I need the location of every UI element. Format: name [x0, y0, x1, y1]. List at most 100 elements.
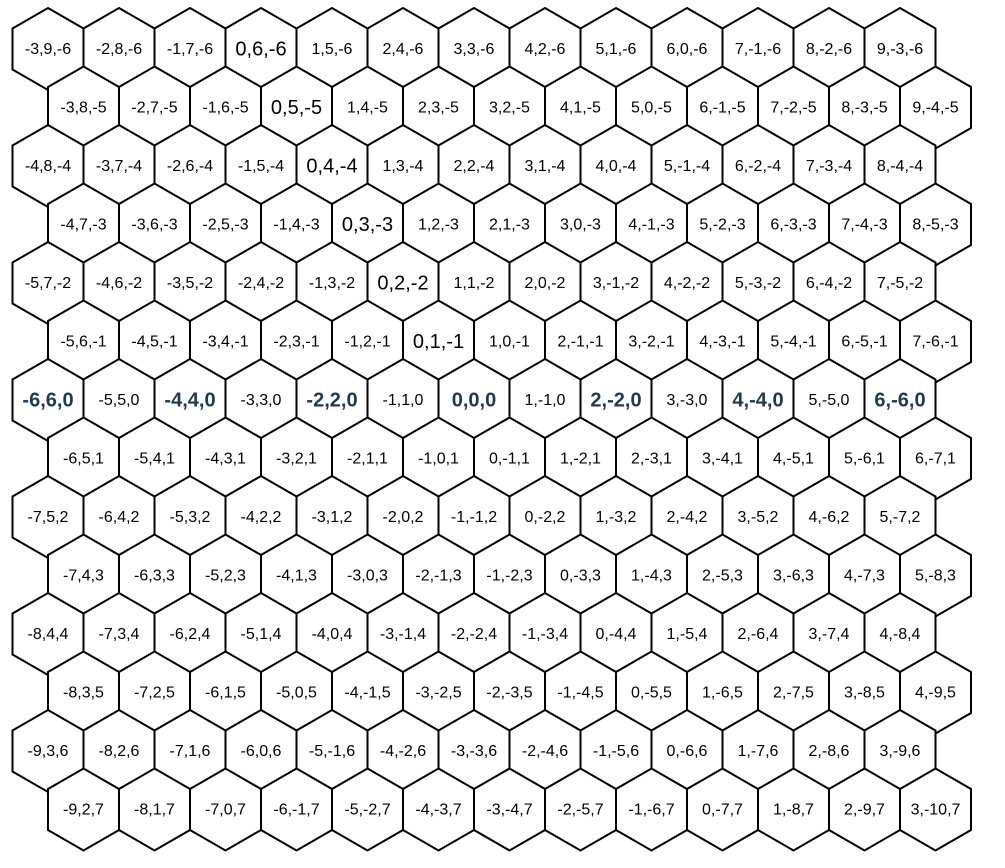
hex-cell: -9,2,7 — [47, 767, 120, 852]
hex-cell: -3,2,1 — [260, 416, 333, 501]
hex-coordinate-label: 7,-2,-5 — [770, 100, 816, 117]
hex-coordinate-label: -5,3,2 — [170, 509, 211, 526]
hex-coordinate-label: -3,-3,6 — [451, 743, 497, 760]
hex-coordinate-label: 2,-1,-1 — [557, 334, 603, 351]
hex-coordinate-label: -4,6,-2 — [96, 275, 142, 292]
hex-cell: 1,-8,7 — [757, 767, 830, 852]
hex-cell: 1,3,-4 — [366, 123, 440, 209]
hex-coordinate-label: 5,-4,-1 — [770, 334, 816, 351]
hex-cell: -1,-1,2 — [437, 474, 511, 560]
hex-coordinate-label: 2,-2,0 — [590, 389, 641, 411]
hex-coordinate-label: 3,-2,-1 — [628, 334, 674, 351]
hex-cell: -6,0,6 — [224, 708, 298, 794]
hex-coordinate-label: -2,1,1 — [347, 451, 388, 468]
hex-coordinate-label: -4,3,1 — [205, 451, 246, 468]
hex-coordinate-label: -2,-5,7 — [557, 802, 603, 819]
hex-coordinate-label: -6,6,0 — [22, 389, 73, 411]
hex-coordinate-label: 3,-5,2 — [738, 509, 779, 526]
hex-cell: -4,4,0 — [153, 357, 227, 443]
hex-coordinate-label: -7,1,6 — [170, 743, 211, 760]
hex-coordinate-label: -3,-4,7 — [486, 802, 532, 819]
hex-coordinate-label: 4,-6,2 — [809, 509, 850, 526]
hex-coordinate-label: 0,-4,4 — [596, 626, 637, 643]
hex-coordinate-label: -5,4,1 — [134, 451, 175, 468]
hex-coordinate-label: -7,5,2 — [28, 509, 69, 526]
hex-coordinate-label: -7,3,4 — [99, 626, 140, 643]
hex-cell: 6,-5,-1 — [828, 299, 901, 384]
hex-cell: 5,0,-5 — [615, 65, 688, 150]
hex-coordinate-label: -5,0,5 — [276, 685, 317, 702]
hex-coordinate-label: 1,-1,0 — [525, 392, 566, 409]
hex-coordinate-label: 7,-3,-4 — [806, 158, 852, 175]
hex-coordinate-label: 0,5,-5 — [271, 97, 322, 119]
hex-cell: 2,-5,3 — [686, 533, 759, 618]
hex-coordinate-label: 6,-1,-5 — [699, 100, 745, 117]
hex-coordinate-label: 1,3,-4 — [383, 158, 424, 175]
hex-coordinate-label: -4,2,2 — [241, 509, 282, 526]
hex-coordinate-label: -3,0,3 — [347, 568, 388, 585]
hex-cell: 0,4,-4 — [295, 123, 369, 209]
hex-coordinate-label: 3,-7,4 — [809, 626, 850, 643]
hex-cell: 4,-2,-2 — [650, 240, 724, 326]
hex-coordinate-label: 5,-5,0 — [809, 392, 850, 409]
hex-coordinate-label: -6,3,3 — [134, 568, 175, 585]
hex-coordinate-label: -9,3,6 — [28, 743, 69, 760]
hex-cell: 1,4,-5 — [331, 65, 404, 150]
hex-cell: 2,4,-6 — [366, 6, 440, 92]
hex-cell: 2,-1,-1 — [544, 299, 617, 384]
hex-coordinate-label: -1,4,-3 — [273, 217, 319, 234]
hex-coordinate-label: -5,2,3 — [205, 568, 246, 585]
hex-coordinate-label: -5,-1,6 — [309, 743, 355, 760]
hex-coordinate-label: -5,-2,7 — [344, 802, 390, 819]
hex-cell: 7,-4,-3 — [828, 182, 901, 267]
hex-coordinate-label: 4,-2,-2 — [664, 275, 710, 292]
hex-coordinate-label: 1,-4,3 — [631, 568, 672, 585]
hex-coordinate-label: 3,0,-3 — [560, 217, 601, 234]
hex-coordinate-label: 2,-8,6 — [809, 743, 850, 760]
hex-coordinate-label: -5,7,-2 — [25, 275, 71, 292]
hex-coordinate-label: -6,5,1 — [63, 451, 104, 468]
hex-cell: 1,-1,0 — [508, 357, 582, 443]
hex-cell: 1,5,-6 — [295, 6, 369, 92]
hex-coordinate-label: -3,3,0 — [241, 392, 282, 409]
hex-coordinate-label: 6,-5,-1 — [841, 334, 887, 351]
hex-cell: 0,-5,5 — [615, 650, 688, 735]
hex-coordinate-label: 8,-5,-3 — [912, 217, 958, 234]
hex-coordinate-label: -1,-4,5 — [557, 685, 603, 702]
hex-cell: 1,-7,6 — [721, 708, 795, 794]
hex-cell: -5,-2,7 — [331, 767, 404, 852]
hex-coordinate-label: 1,-6,5 — [702, 685, 743, 702]
hex-coordinate-label: 4,-8,4 — [880, 626, 921, 643]
hex-coordinate-label: -8,4,4 — [28, 626, 69, 643]
hex-coordinate-label: -1,1,0 — [383, 392, 424, 409]
hex-coordinate-label: 3,3,-6 — [454, 41, 495, 58]
hex-coordinate-label: -1,6,-5 — [202, 100, 248, 117]
hex-coordinate-label: -1,5,-4 — [238, 158, 284, 175]
hex-cell: 9,-3,-6 — [863, 6, 937, 92]
hex-coordinate-label: -9,2,7 — [63, 802, 104, 819]
hex-coordinate-label: 0,-7,7 — [702, 802, 743, 819]
hex-coordinate-label: 0,-6,6 — [667, 743, 708, 760]
hex-coordinate-label: -1,3,-2 — [309, 275, 355, 292]
hex-coordinate-label: -2,-2,4 — [451, 626, 497, 643]
hex-coordinate-label: 6,-3,-3 — [770, 217, 816, 234]
hex-coordinate-label: 1,0,-1 — [489, 334, 530, 351]
hex-cell: -1,5,-4 — [224, 123, 298, 209]
hex-cell: 1,-4,3 — [615, 533, 688, 618]
hex-coordinate-label: -2,2,0 — [306, 389, 357, 411]
hex-coordinate-label: 0,3,-3 — [342, 214, 393, 236]
hex-coordinate-label: 5,-3,-2 — [735, 275, 781, 292]
hex-coordinate-label: 1,-7,6 — [738, 743, 779, 760]
hex-coordinate-label: 3,-9,6 — [880, 743, 921, 760]
hex-coordinate-label: 2,4,-6 — [383, 41, 424, 58]
hex-coordinate-label: 2,-3,1 — [631, 451, 672, 468]
hex-coordinate-label: -4,7,-3 — [60, 217, 106, 234]
hex-coordinate-label: -6,2,4 — [170, 626, 211, 643]
hex-coordinate-label: -4,-2,6 — [380, 743, 426, 760]
hex-coordinate-label: -2,6,-4 — [167, 158, 213, 175]
hex-coordinate-label: 2,-5,3 — [702, 568, 743, 585]
hex-coordinate-label: 1,5,-6 — [312, 41, 353, 58]
hex-coordinate-label: 7,-5,-2 — [877, 275, 923, 292]
hex-coordinate-label: -2,5,-3 — [202, 217, 248, 234]
